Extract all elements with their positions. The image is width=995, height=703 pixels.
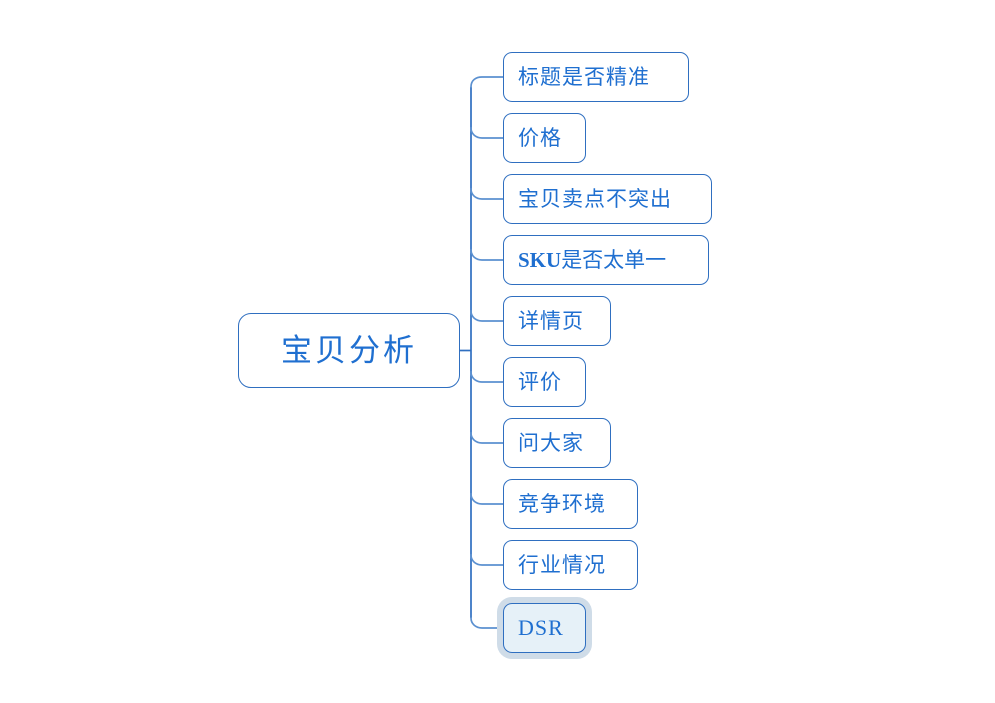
mindmap-node-5-label: 详情页 — [518, 309, 584, 333]
mindmap-node-1-label: 标题是否精准 — [518, 65, 650, 89]
mindmap-node-8-label: 竞争环境 — [518, 492, 606, 516]
mindmap-node-9-label: 行业情况 — [518, 553, 606, 577]
connector-branch-5 — [470, 310, 504, 322]
connector-branch-9 — [470, 554, 504, 566]
mindmap-node-4-label-cjk: 是否太单一 — [561, 248, 667, 272]
mindmap-node-7-label: 问大家 — [518, 431, 584, 455]
mindmap-node-4-label-latin: SKU — [518, 247, 562, 272]
mindmap-node-3-label: 宝贝卖点不突出 — [518, 187, 672, 211]
connector-branch-8 — [470, 493, 504, 505]
mindmap-node-9[interactable]: 行业情况 — [503, 540, 638, 590]
mindmap-node-6-label: 评价 — [518, 370, 562, 394]
mindmap-node-6[interactable]: 评价 — [503, 357, 586, 407]
connector-branch-1 — [470, 76, 504, 88]
connector-branch-10 — [470, 617, 498, 629]
mindmap-node-4[interactable]: SKU是否太单一 — [503, 235, 709, 285]
mindmap-node-2-label: 价格 — [518, 126, 562, 150]
mindmap-root-label: 宝贝分析 — [281, 333, 417, 368]
connector-branch-6 — [470, 371, 504, 383]
mindmap-node-8[interactable]: 竞争环境 — [503, 479, 638, 529]
mindmap-node-7[interactable]: 问大家 — [503, 418, 611, 468]
mindmap-node-3[interactable]: 宝贝卖点不突出 — [503, 174, 712, 224]
connector-branch-2 — [470, 127, 504, 139]
connector-branch-4 — [470, 249, 504, 261]
mindmap-node-1[interactable]: 标题是否精准 — [503, 52, 689, 102]
mindmap-root-node[interactable]: 宝贝分析 — [238, 313, 460, 388]
mindmap-node-10-dsr[interactable]: DSR — [503, 603, 586, 653]
mindmap-node-2[interactable]: 价格 — [503, 113, 586, 163]
mindmap-node-5[interactable]: 详情页 — [503, 296, 611, 346]
connector-branch-3 — [470, 188, 504, 200]
mindmap-node-10-label: DSR — [518, 615, 564, 640]
mindmap-node-4-label: SKU是否太单一 — [504, 247, 680, 272]
connector-branch-7 — [470, 432, 504, 444]
